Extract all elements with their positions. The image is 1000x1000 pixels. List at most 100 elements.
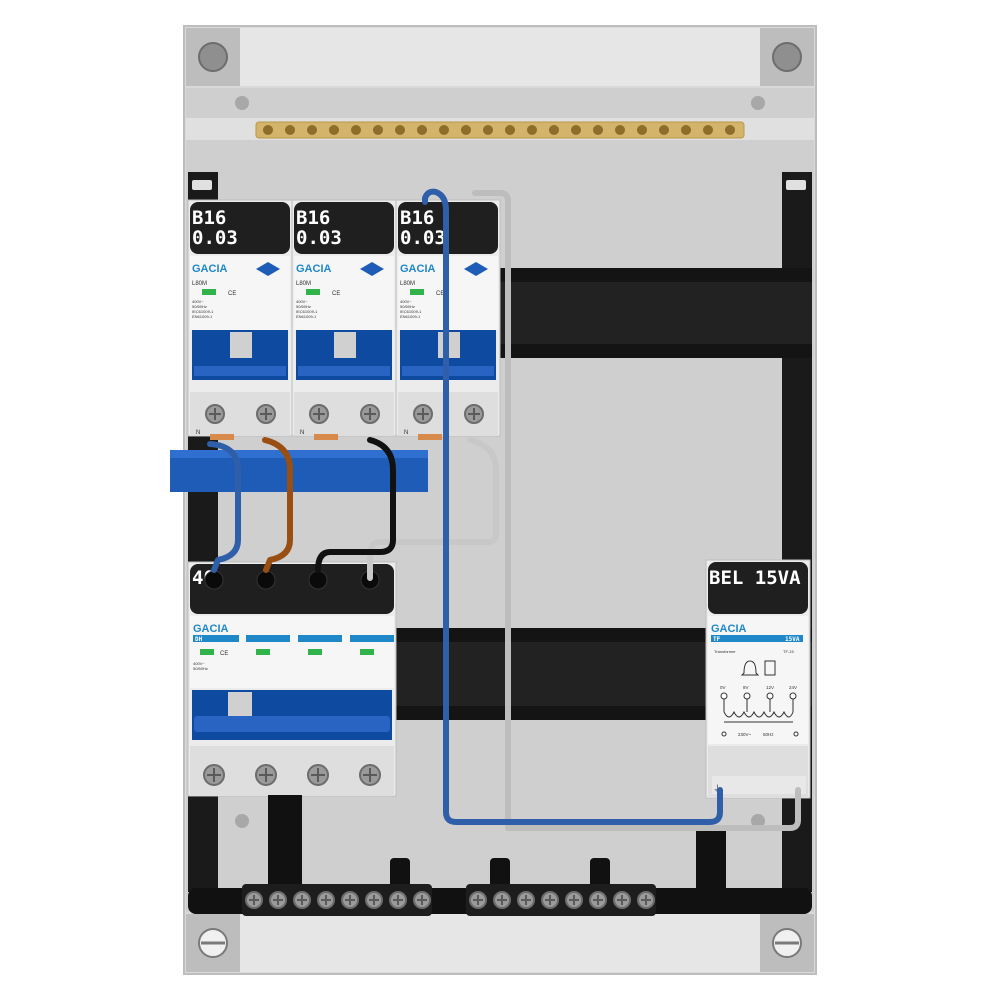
screw-icon [360,404,380,424]
corner-post-top-left [186,28,240,86]
ce-mark-icon: CE [332,291,340,297]
breaker-model: L80M [296,281,311,287]
screw-icon [198,42,228,72]
screw-icon [541,891,559,909]
mount-hole [235,814,249,828]
spec-standard: EN61009-1 [400,314,421,319]
transformer-coil-icon [723,710,794,718]
breaker-label-plate [294,202,394,254]
breaker-brand: GACIA [400,263,436,275]
transformer-type-text: Transformer [714,649,736,654]
spec-voltage: 400V~ [193,661,205,666]
pole-band [350,635,394,642]
screw-icon [593,125,603,135]
status-indicator [202,289,216,295]
wire-black-phase [315,437,396,573]
breaker-model: L80M [400,281,415,287]
spec-voltage: 400V~ [296,299,308,304]
breaker-rating: B16 [400,207,434,229]
toggle-bar[interactable] [194,366,286,376]
status-indicator [306,289,320,295]
mount-hole [751,96,765,110]
screw-icon [565,891,583,909]
main-switch-model: DH [195,636,203,643]
screw-icon [365,891,383,909]
pole-band [246,635,290,642]
transformer-brand: GACIA [711,623,747,635]
spec-standard: EN61009-1 [192,314,213,319]
screw-icon [725,125,735,135]
diamond-logo-icon [464,262,488,276]
screw-icon [341,891,359,909]
breaker-trip-current: 0.03 [296,227,342,249]
screw-icon [659,125,669,135]
screw-icon [517,891,535,909]
screw-icon [351,125,361,135]
corner-post-bottom-left [186,914,240,972]
breaker-trip-current: 0.03 [400,227,446,249]
cable-clip [314,434,338,440]
spec-frequency: 50/60Hz [400,304,415,309]
screw-icon [681,125,691,135]
wiring [207,188,801,831]
spec-voltage: 400V~ [192,299,204,304]
transformer-label: BEL 15VA [709,567,801,589]
breaker-2[interactable]: B160.03GACIAL80MCE400V~50/60HzIEC61009-1… [291,199,397,440]
screw-icon [205,404,225,424]
status-indicator [200,649,214,655]
screw-icon [359,764,381,786]
toggle-lever[interactable] [228,692,252,716]
screw-icon [309,404,329,424]
screw-icon [772,42,802,72]
bell-icon [740,660,760,676]
wire-entry-hole [308,570,328,590]
screw-icon [285,125,295,135]
tap-label: 12V [766,685,774,690]
tap-terminal [789,692,797,700]
transformer-code: TF-15 [783,649,794,654]
spec-standard: IEC61009-1 [192,309,214,314]
mount-hole [751,814,765,828]
screw-icon [615,125,625,135]
breaker-1[interactable]: B160.03GACIAL80MCE400V~50/60HzIEC61009-1… [187,199,293,440]
screw-icon [263,125,273,135]
tap-label: 8V [743,685,749,690]
screw-icon [395,125,405,135]
diamond-logo-icon [360,262,384,276]
screw-icon [203,764,225,786]
breaker-label-plate [190,202,290,254]
toggle-bar[interactable] [298,366,390,376]
transformer-model: TF [713,636,721,643]
breaker-rating: B16 [296,207,330,229]
screw-icon [373,125,383,135]
screw-icon [637,125,647,135]
screw-icon [493,891,511,909]
toggle-bar[interactable] [194,716,390,732]
screw-icon [389,891,407,909]
tap-label: 24V [789,685,797,690]
input-terminal [721,731,727,737]
cable-clip [418,434,442,440]
wire-entry-hole [256,570,276,590]
screw-icon [439,125,449,135]
screw-icon [413,404,433,424]
screw-icon [637,891,655,909]
wire-blue-neutral-main [207,441,241,573]
enclosure-top-cover [240,28,760,86]
screw-icon [307,125,317,135]
status-indicator [308,649,322,655]
enclosure-bottom-cover [240,914,760,972]
screw-icon [413,891,431,909]
status-indicator [410,289,424,295]
toggle-lever[interactable] [230,332,252,358]
toggle-lever[interactable] [334,332,356,358]
spec-standard: IEC61009-1 [400,309,422,314]
screw-icon [483,125,493,135]
screw-icon [461,125,471,135]
screw-icon [417,125,427,135]
screw-icon [293,891,311,909]
screw-icon [329,125,339,135]
